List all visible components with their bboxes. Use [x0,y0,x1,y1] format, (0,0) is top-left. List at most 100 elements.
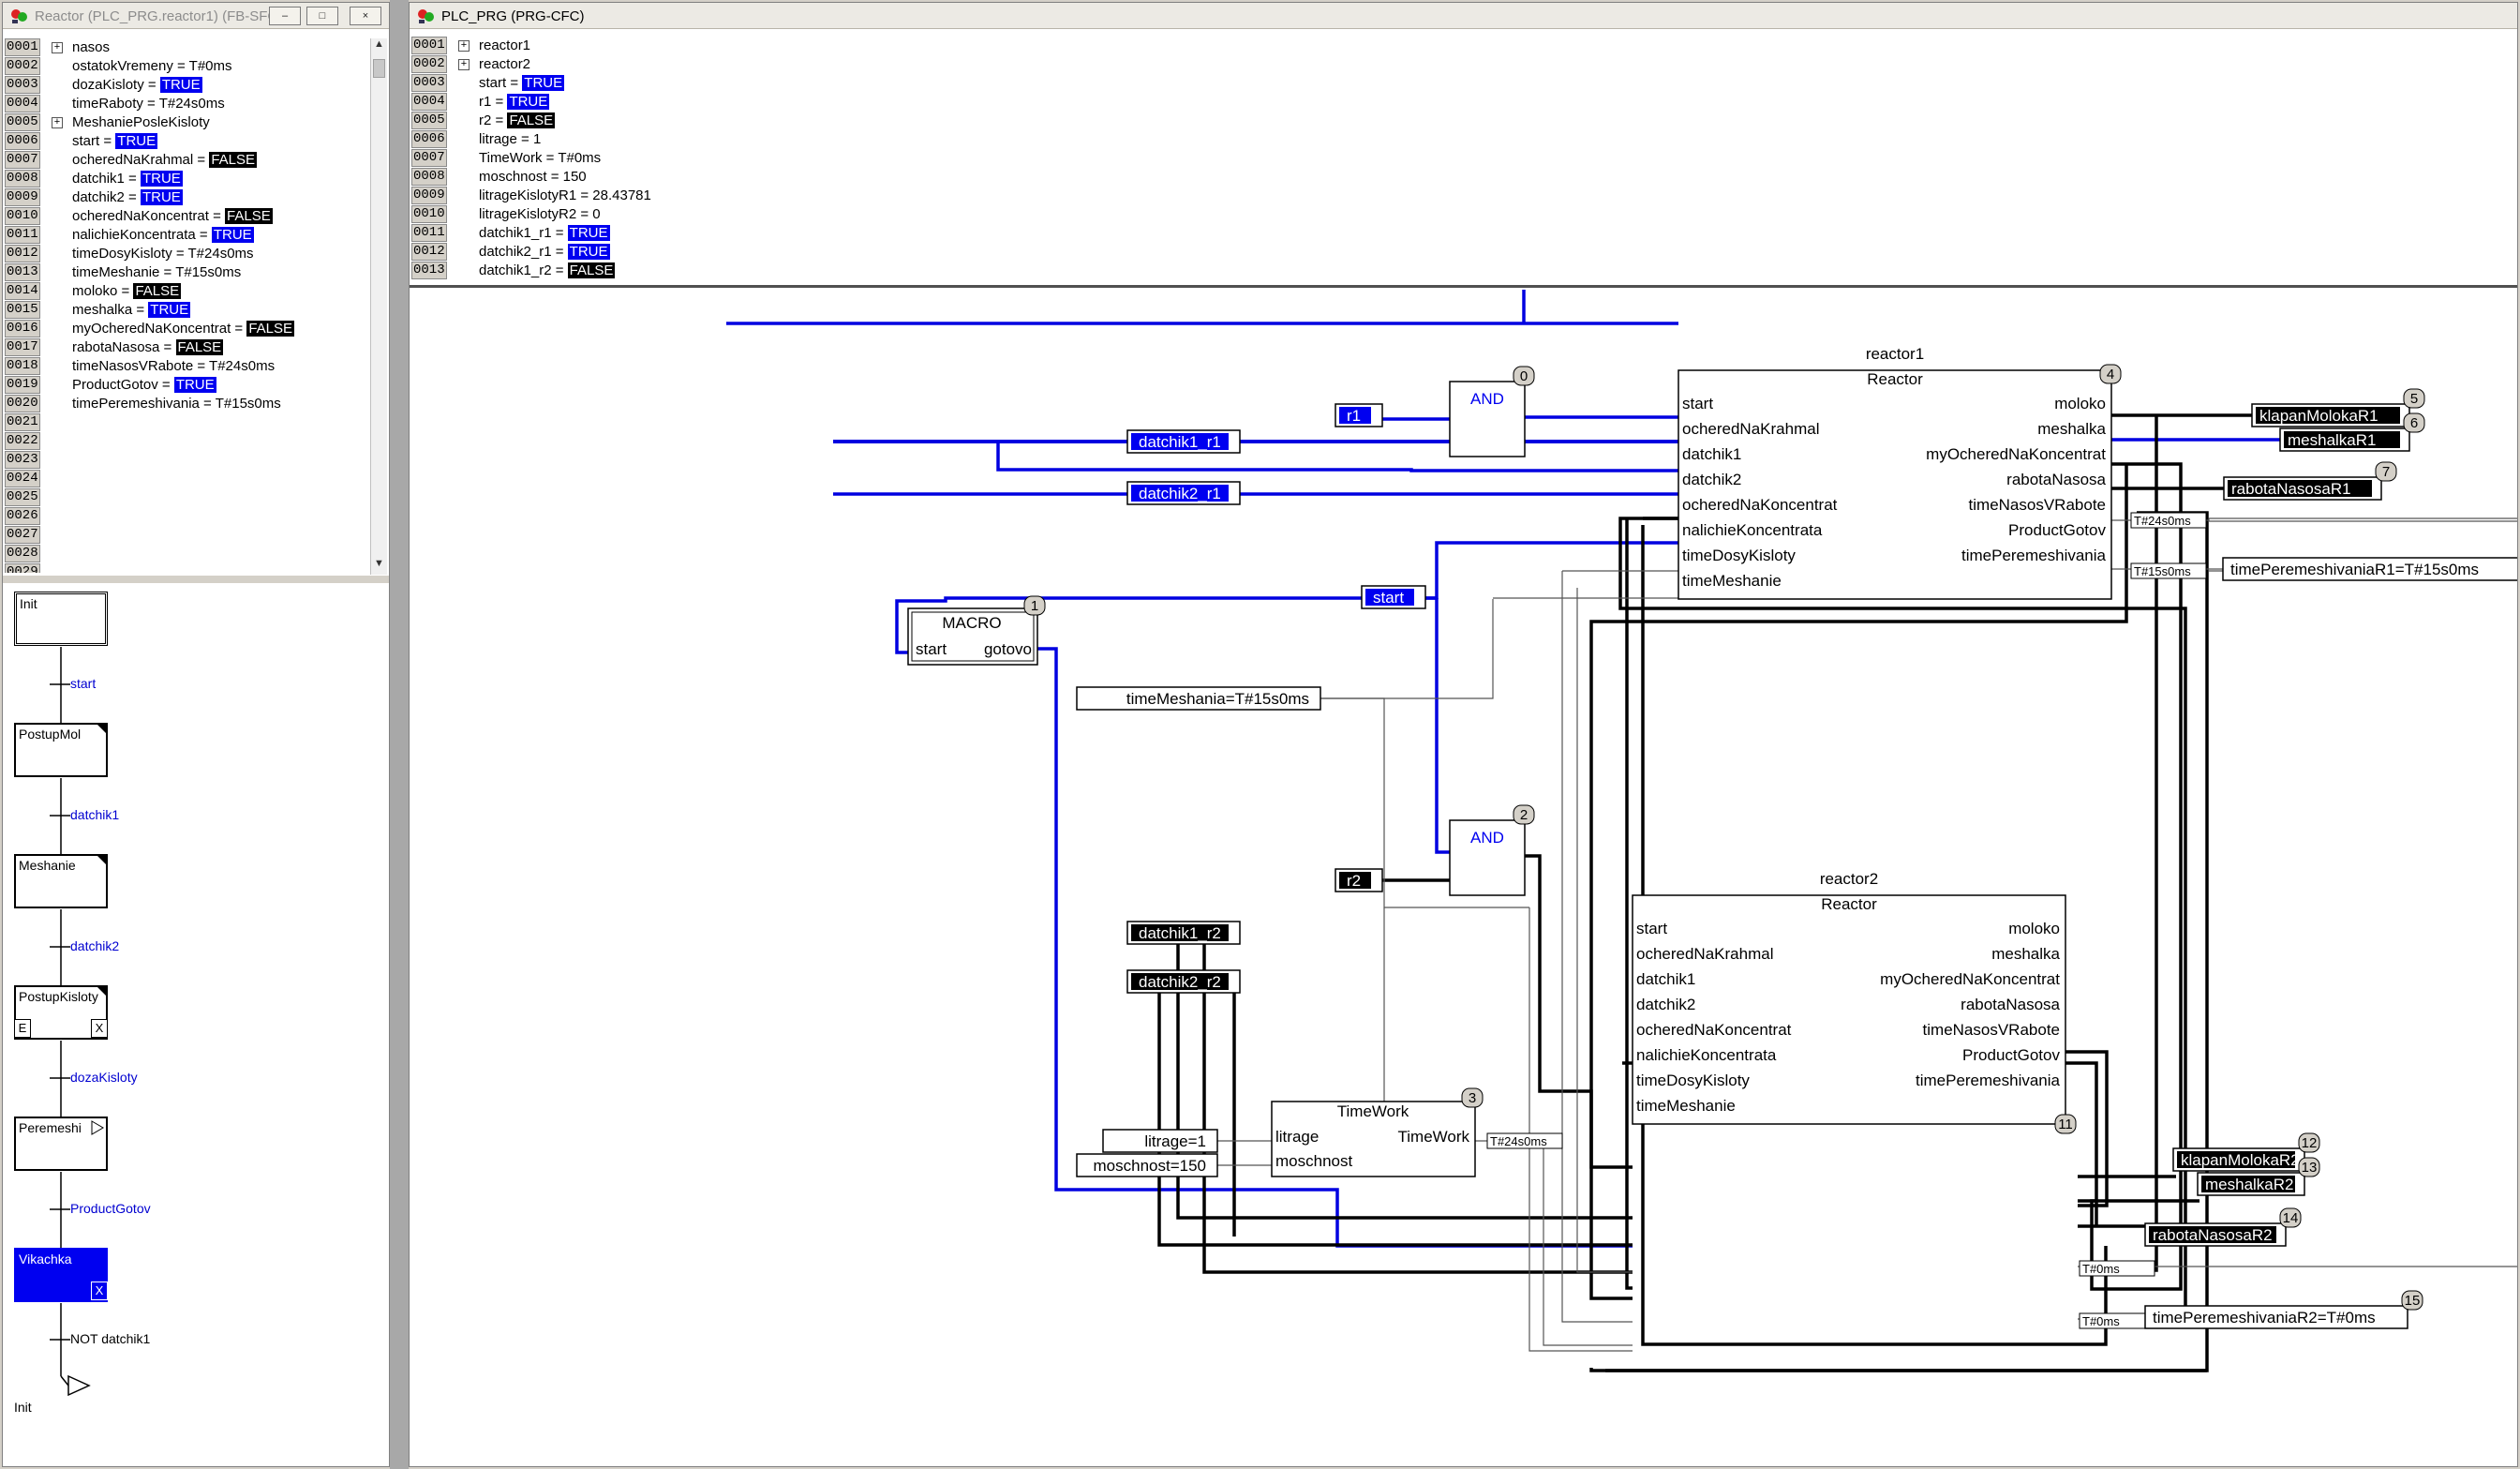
and-block-0[interactable] [1449,381,1526,457]
transition-start[interactable]: start [70,676,97,691]
variable-value[interactable]: FALSE [209,152,258,168]
output-timeperemeshivaniar1-box[interactable] [2222,557,2517,581]
variable-value[interactable]: FALSE [507,112,556,128]
reactor1-block[interactable] [1678,369,2112,600]
macro-block[interactable] [907,607,1038,666]
sfc-window-titlebar[interactable]: Reactor (PLC_PRG.reactor1) (FB-SFC) – □ … [3,3,389,29]
sfc-step-init[interactable]: Init [14,592,108,646]
variable-value[interactable]: TRUE [522,75,565,91]
input-timemeshania-box[interactable] [1076,686,1321,711]
close-button[interactable]: × [350,7,381,25]
input-litrage-box[interactable] [1102,1129,1218,1153]
sfc-step-meshanie[interactable]: Meshanie [14,854,108,908]
variable-row[interactable]: 0026 [5,507,370,526]
expand-plus-icon[interactable]: + [458,59,470,70]
variable-value[interactable]: TRUE [211,227,254,243]
variable-value[interactable]: FALSE [225,208,273,224]
scroll-up-arrow-icon[interactable]: ▲ [374,38,384,50]
exit-action-box[interactable]: X [91,1282,108,1300]
variable-value[interactable]: TRUE [567,244,610,260]
reactor2-block[interactable] [1632,894,2066,1125]
transition-not-datchik1[interactable]: NOT datchik1 [70,1331,151,1346]
variable-value[interactable]: FALSE [246,321,295,337]
variable-row[interactable]: 0029 [5,563,370,573]
variable-row[interactable]: 0027 [5,526,370,545]
sfc-step-vikachka[interactable]: Vikachka X [14,1248,108,1302]
transition-datchik1[interactable]: datchik1 [70,807,120,822]
expand-plus-icon[interactable]: + [52,117,63,128]
variable-row[interactable]: 0028 [5,545,370,563]
variable-row[interactable]: 0022 [5,432,370,451]
sfc-splitter[interactable] [3,576,389,583]
timework-block[interactable] [1271,1101,1476,1177]
cfc-splitter[interactable] [410,285,2517,288]
expand-plus-icon[interactable]: + [52,42,63,53]
variable-value[interactable]: FALSE [567,262,616,278]
exit-action-box[interactable]: X [91,1019,108,1038]
input-moschnost-box[interactable] [1076,1153,1218,1177]
variable-value[interactable]: TRUE [115,133,158,149]
variable-row[interactable]: 0024 [5,470,370,488]
scroll-down-arrow-icon[interactable]: ▼ [374,558,384,569]
variable-row[interactable]: 0023 [5,451,370,470]
variable-value[interactable]: TRUE [159,77,202,93]
transition-dozakisloty[interactable]: dozaKisloty [70,1070,138,1085]
variable-value[interactable]: FALSE [175,339,224,355]
variable-row[interactable]: 0001+reactor1 [411,37,1349,55]
and-block-2[interactable] [1449,819,1526,896]
sfc-step-peremeshi[interactable]: Peremeshi [14,1117,108,1171]
sfc-step-postupkisloty[interactable]: PostupKisloty E X [14,985,108,1040]
transition-datchik2[interactable]: datchik2 [70,938,120,953]
variable-value[interactable]: TRUE [140,189,183,205]
variable-value[interactable]: TRUE [507,94,550,110]
output-timeperemeshivaniar2-box[interactable] [2144,1305,2408,1329]
variable-row[interactable]: 0021 [5,413,370,432]
variable-value[interactable]: TRUE [567,225,610,241]
variable-value[interactable]: TRUE [148,302,191,318]
variable-row[interactable]: 0025 [5,488,370,507]
variable-row[interactable]: 0002+reactor2 [411,55,1349,74]
variable-row[interactable]: 0001+nasos [5,38,370,57]
scroll-thumb[interactable] [373,59,385,78]
variable-value[interactable]: TRUE [140,171,183,187]
sfc-step-postupmol[interactable]: PostupMol [14,723,108,777]
expand-plus-icon[interactable]: + [458,40,470,52]
sfc-var-scrollbar[interactable]: ▲ ▼ [370,38,387,575]
variable-row[interactable]: 0005+MeshaniePosleKisloty [5,113,370,132]
cfc-window-titlebar[interactable]: PLC_PRG (PRG-CFC) [410,3,2517,29]
maximize-button[interactable]: □ [306,7,338,25]
variable-value[interactable]: FALSE [133,283,182,299]
variable-value[interactable]: TRUE [173,377,216,393]
transition-productgotov[interactable]: ProductGotov [70,1201,151,1216]
minimize-button[interactable]: – [269,7,301,25]
